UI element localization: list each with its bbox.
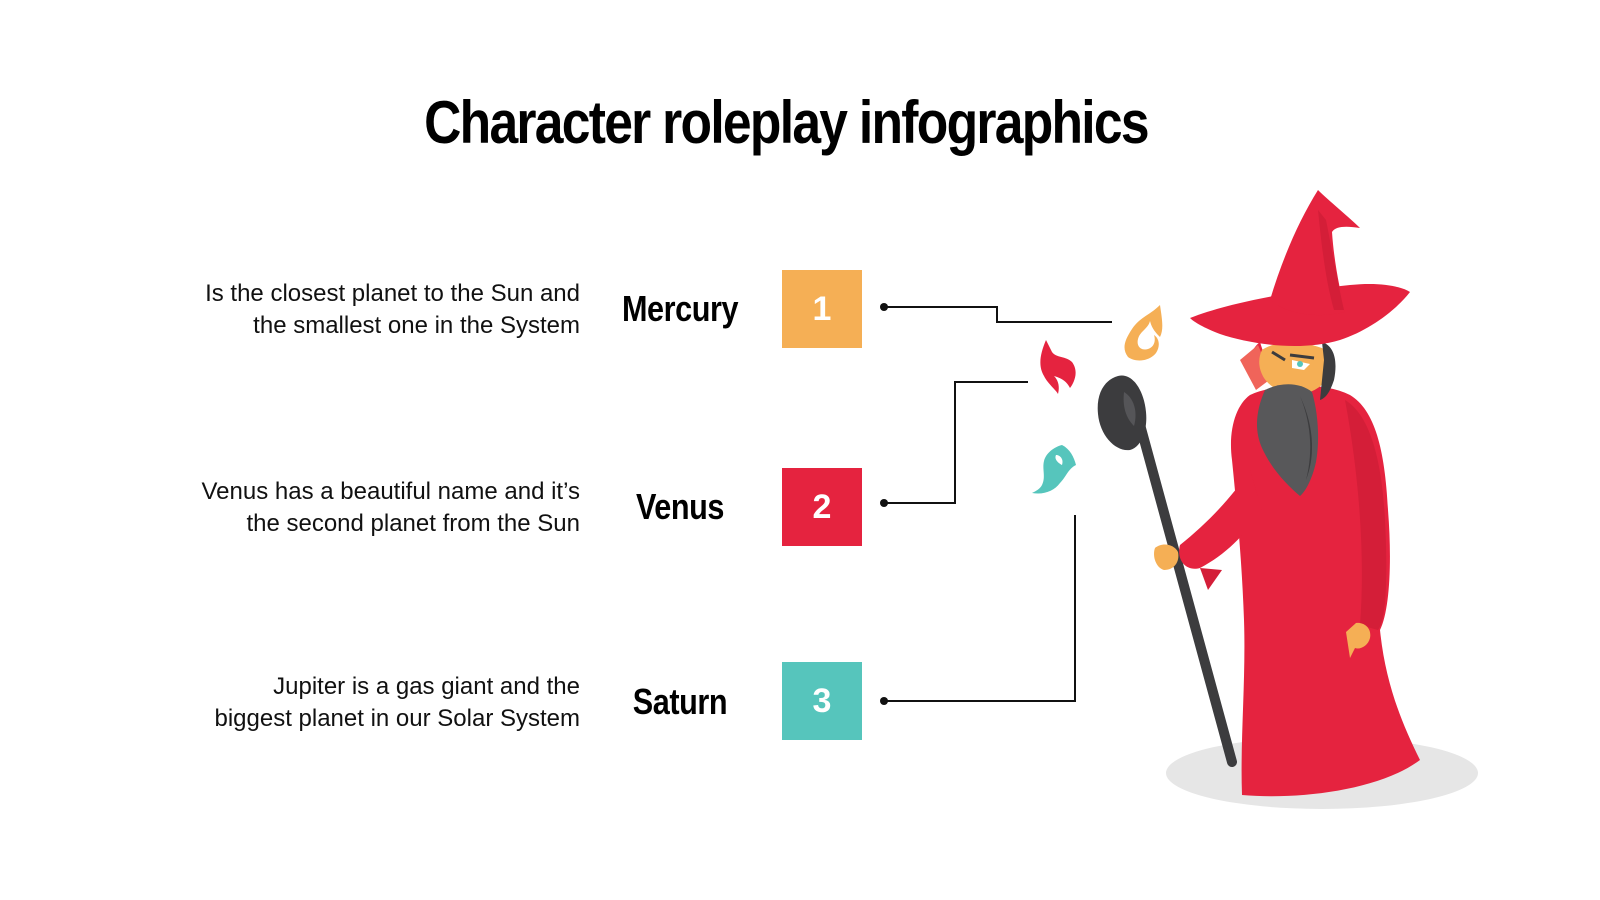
- planet-label-saturn: Saturn: [632, 681, 728, 722]
- page-title: Character roleplay infographics: [424, 89, 1150, 156]
- staff: [1097, 375, 1237, 767]
- connector-lines: [884, 306, 1112, 702]
- connector-line-1: [884, 306, 1112, 323]
- description-line: biggest planet in our Solar System: [214, 705, 580, 732]
- wizard-character: [1154, 190, 1420, 797]
- description-mercury: Is the closest planet to the Sun and the…: [120, 278, 580, 342]
- orange-flame-icon: [1124, 305, 1163, 361]
- number-box-2: 2: [782, 468, 862, 546]
- description-line: Jupiter is a gas giant and the: [273, 673, 580, 700]
- description-line: Is the closest planet to the Sun and: [205, 280, 580, 307]
- number-box-1: 1: [782, 270, 862, 348]
- planet-label-mercury: Mercury: [621, 288, 739, 329]
- connector-line-3: [884, 515, 1076, 702]
- teal-flame-icon: [1032, 445, 1076, 494]
- number-box-3: 3: [782, 662, 862, 740]
- description-line: the second planet from the Sun: [246, 510, 580, 537]
- connector-dots: [880, 303, 888, 705]
- description-venus: Venus has a beautiful name and it’s the …: [120, 476, 581, 540]
- description-line: Venus has a beautiful name and it’s: [201, 478, 581, 505]
- planet-label-venus: Venus: [635, 486, 725, 527]
- red-flame-icon: [1040, 340, 1076, 394]
- description-line: the smallest one in the System: [253, 312, 580, 339]
- description-saturn: Jupiter is a gas giant and the biggest p…: [120, 671, 580, 735]
- connector-line-2: [884, 381, 1028, 504]
